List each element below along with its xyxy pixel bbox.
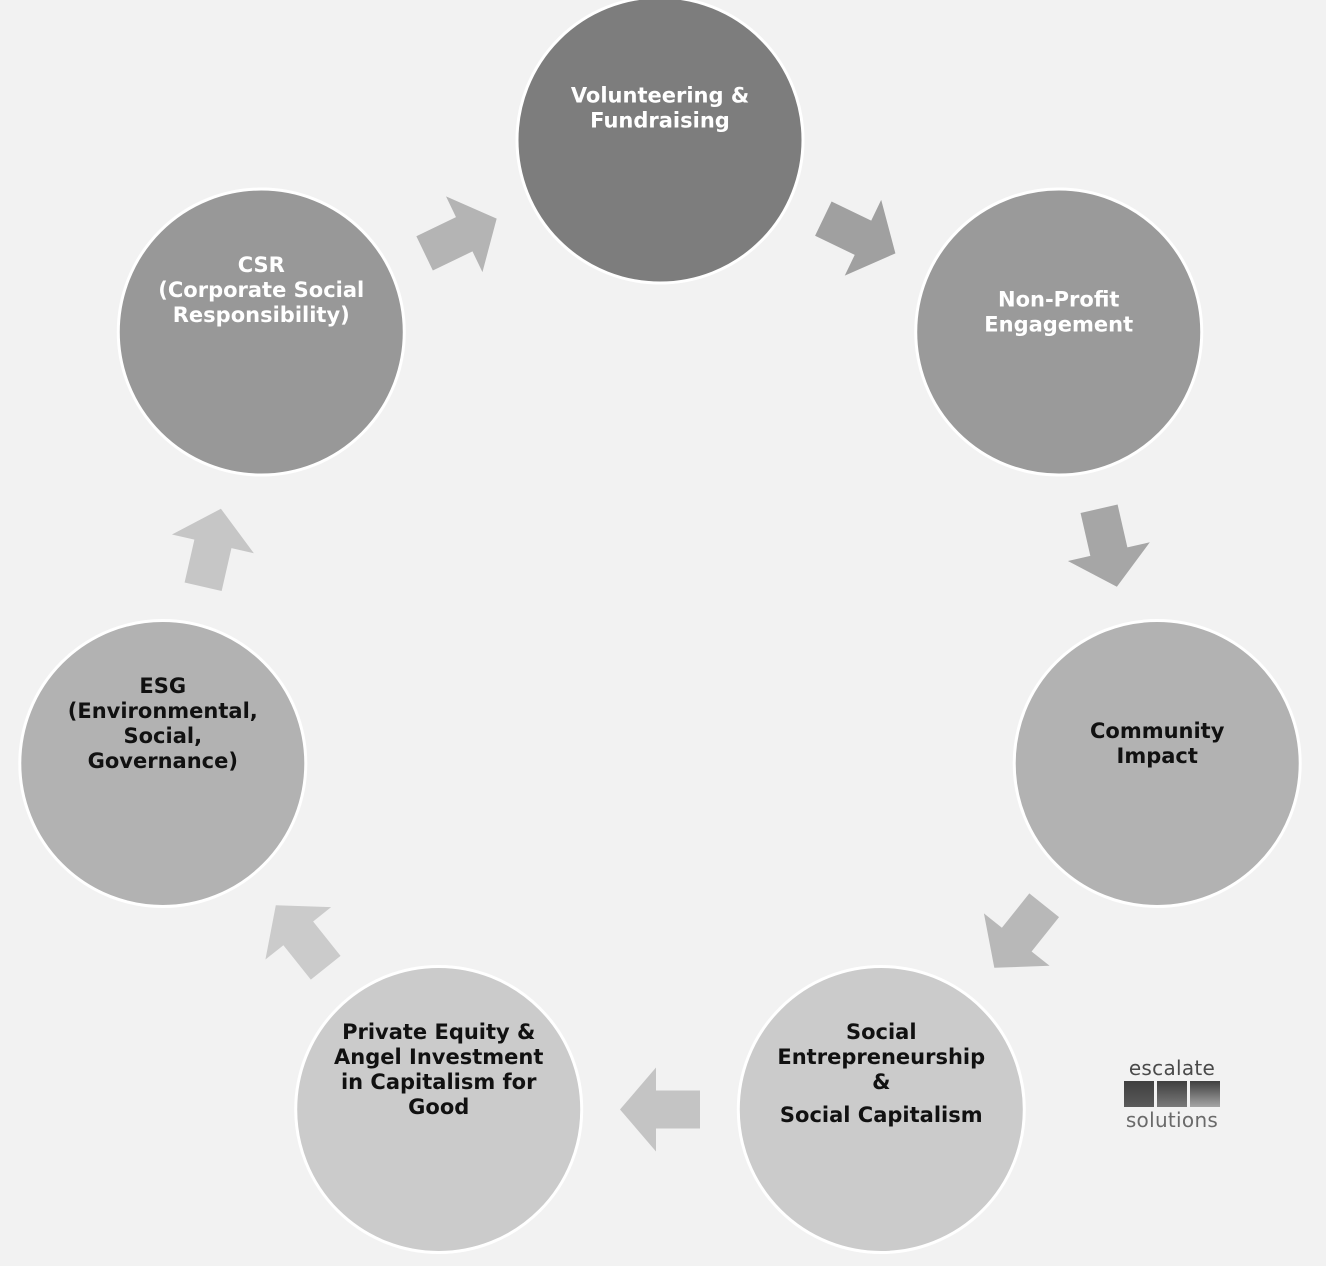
node-label-line: Engagement [984,313,1133,337]
node-label-line: (Environmental, [68,699,258,723]
node-label-line: Good [408,1095,469,1119]
node-label-line: & [872,1070,890,1094]
node-label-line: Volunteering & [571,84,749,108]
node-label-line: (Corporate Social [158,278,364,302]
node-label-line: CSR [238,253,285,277]
node-label-line: Community [1090,719,1225,743]
logo-bars [1112,1081,1232,1107]
logo-bar [1157,1081,1187,1107]
logo-bar [1190,1081,1220,1107]
arrows [171,196,1150,1152]
node-circle [914,187,1204,477]
node-label: ESG(Environmental,Social,Governance) [68,674,258,773]
node-volunteering: Volunteering &Fundraising [515,0,805,285]
node-circle [18,618,308,908]
node-circle [116,187,406,477]
flow-arrow [416,196,497,273]
node-label: Volunteering &Fundraising [571,84,749,133]
flow-arrow [983,893,1060,968]
logo-bar [1124,1081,1154,1107]
escalate-solutions-logo: escalate solutions [1112,1056,1232,1131]
node-label-line: in Capitalism for [341,1070,537,1094]
node-label-line: Fundraising [590,109,730,133]
node-circle [736,964,1026,1254]
flow-arrow [171,508,254,591]
logo-top-text: escalate [1128,1056,1216,1080]
flow-arrow [620,1067,700,1152]
flow-arrow [265,905,341,980]
node-label-line: Governance) [88,749,238,773]
node-esg: ESG(Environmental,Social,Governance) [18,618,308,908]
node-label-line: Social [846,1020,917,1044]
node-label-line: Entrepreneurship [777,1045,985,1069]
node-label-line: Social Capitalism [780,1103,983,1127]
node-label-line: ESG [139,674,186,698]
node-label-line: Impact [1117,744,1198,768]
node-label-line: Non-Profit [998,288,1119,312]
logo-bottom-text: solutions [1125,1108,1219,1132]
node-label-line: Responsibility) [173,303,350,327]
node-circle [294,964,584,1254]
node-label-line: Social, [124,724,203,748]
node-circle [515,0,805,285]
flow-arrow [815,199,896,276]
flow-arrow [1067,504,1150,587]
node-label-line: Private Equity & [342,1020,535,1044]
node-circle [1012,618,1302,908]
node-label-line: Angel Investment [334,1045,543,1069]
